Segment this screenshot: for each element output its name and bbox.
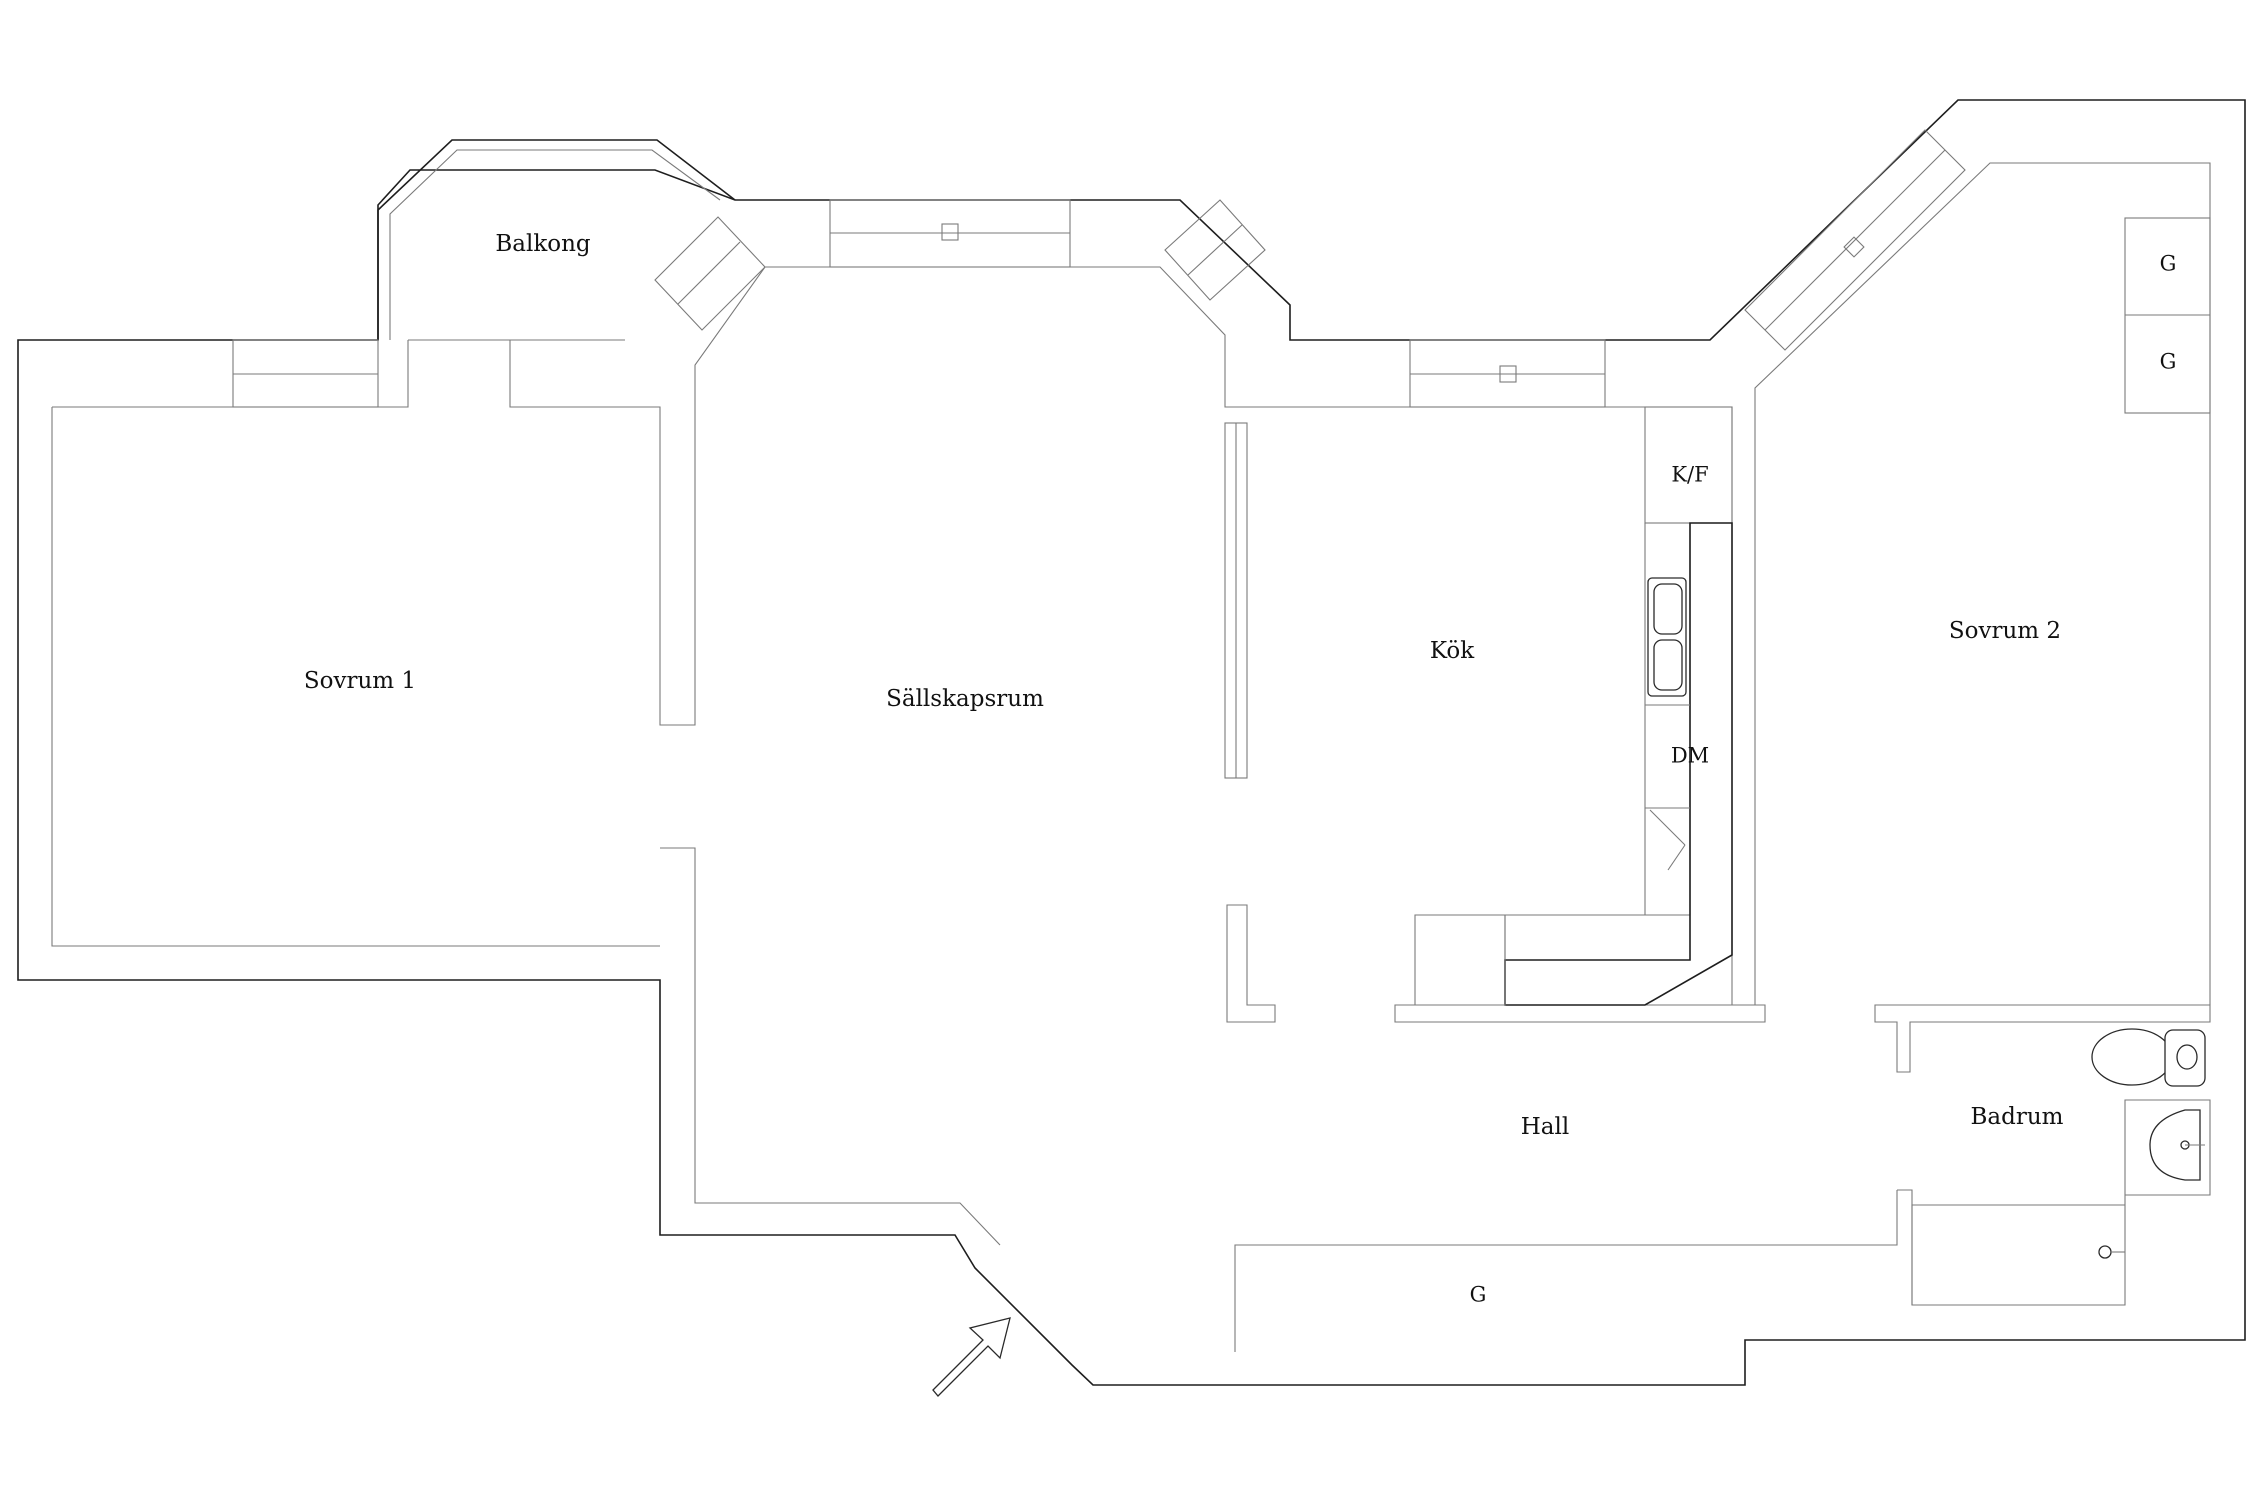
kitchen-counter (1414, 406, 1733, 1006)
wardrobe-hall-label: G (1470, 1283, 1487, 1307)
appliance-labels: K/F DM G G G (1470, 252, 2177, 1307)
stove-icon (1649, 809, 1686, 871)
toilet-icon (2091, 1028, 2206, 1087)
interior-walls (1224, 422, 2211, 1352)
entrance-arrow-icon (932, 1317, 1011, 1397)
windows (232, 129, 1966, 408)
bedroom1-label: Sovrum 1 (304, 668, 416, 694)
room-labels: Balkong Sovrum 1 Sällskapsrum Kök Sovrum… (304, 231, 2064, 1140)
kitchen-sink-icon (1647, 577, 1687, 697)
wardrobe-mid-label: G (2160, 350, 2177, 374)
bedroom2-label: Sovrum 2 (1949, 618, 2061, 644)
balcony-label: Balkong (495, 231, 591, 257)
wardrobes (2124, 217, 2211, 414)
outer-walls (17, 99, 2246, 1386)
kitchen-label: Kök (1430, 638, 1475, 664)
hall-label: Hall (1521, 1114, 1569, 1140)
washbasin-icon (2149, 1109, 2205, 1181)
living-room-label: Sällskapsrum (886, 686, 1044, 712)
wardrobe-top-label: G (2160, 252, 2177, 276)
bathroom-label: Badrum (1971, 1104, 2064, 1130)
shower-icon (2098, 1245, 2125, 1259)
fridge-freezer-label: K/F (1671, 463, 1708, 487)
dishwasher-label: DM (1671, 744, 1709, 768)
